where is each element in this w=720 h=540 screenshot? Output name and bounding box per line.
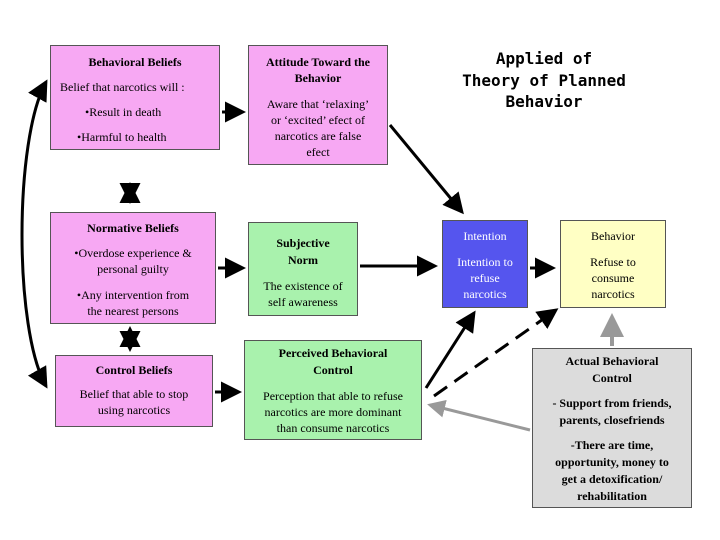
- subjective-norm-heading-line-1: Subjective: [276, 236, 330, 250]
- actual-control-heading-line-1: Actual Behavioral: [565, 354, 659, 368]
- actual-behavioral-control-box: Actual Behavioral Control - Support from…: [532, 348, 692, 508]
- subjective-norm-heading-line-2: Norm: [288, 253, 318, 267]
- arrow-perceived-control-to-intention: [424, 310, 476, 389]
- normative-beliefs-item-overdose-line-1: •Overdose experience &: [74, 246, 192, 260]
- subjective-norm-box: Subjective Norm The existence of self aw…: [248, 222, 358, 316]
- arrow-beliefs-correlation-outer: [20, 79, 48, 389]
- attitude-heading-line-2: Behavior: [294, 71, 342, 85]
- perceived-control-body-line-1: Perception that able to refuse: [263, 389, 403, 403]
- actual-control-item-resources-line-4: rehabilitation: [577, 489, 647, 503]
- intention-heading: Intention: [463, 229, 507, 243]
- control-beliefs-body-line-2: using narcotics: [97, 403, 171, 417]
- behavior-body-line-2: consume: [591, 271, 635, 285]
- actual-control-item-resources-line-1: -There are time,: [570, 438, 654, 452]
- normative-beliefs-heading: Normative Beliefs: [87, 221, 179, 235]
- arrow-attitude-to-intention: [388, 124, 464, 215]
- intention-body-line-3: narcotics: [463, 287, 507, 301]
- control-beliefs-box: Control Beliefs Belief that able to stop…: [55, 355, 213, 427]
- intention-body-line-2: refuse: [470, 271, 500, 285]
- normative-beliefs-item-overdose-line-2: personal guilty: [97, 262, 169, 276]
- perceived-control-body-line-3: than consume narcotics: [276, 421, 390, 435]
- behavior-body-line-3: narcotics: [591, 287, 635, 301]
- perceived-control-body-line-2: narcotics are more dominant: [264, 405, 402, 419]
- behavioral-beliefs-heading: Behavioral Beliefs: [88, 55, 182, 69]
- attitude-body-line-4: efect: [306, 145, 330, 159]
- behavior-box: Behavior Refuse to consume narcotics: [560, 220, 666, 308]
- behavioral-beliefs-box: Behavioral Beliefs Belief that narcotics…: [50, 45, 220, 150]
- actual-control-item-support-line-2: parents, closefriends: [559, 413, 665, 427]
- normative-beliefs-box: Normative Beliefs •Overdose experience &…: [50, 212, 216, 324]
- attitude-heading-line-1: Attitude Toward the: [265, 55, 370, 69]
- attitude-body-line-2: or ‘excited’ efect of: [270, 113, 366, 127]
- subjective-norm-body-line-1: The existence of: [263, 279, 343, 293]
- actual-control-heading-line-2: Control: [592, 371, 632, 385]
- control-beliefs-body-line-1: Belief that able to stop: [79, 387, 189, 401]
- perceived-control-heading-line-1: Perceived Behavioral: [278, 346, 388, 360]
- actual-control-item-support-line-1: - Support from friends,: [552, 396, 672, 410]
- intention-box: Intention Intention to refuse narcotics: [442, 220, 528, 308]
- intention-body-line-1: Intention to: [457, 255, 513, 269]
- behavior-heading: Behavior: [591, 229, 635, 243]
- title-line-1: Applied of: [495, 49, 593, 68]
- perceived-control-heading-line-2: Control: [313, 363, 353, 377]
- arrow-actual-control-to-perceived-control: [427, 399, 531, 432]
- attitude-body-line-3: narcotics are false: [274, 129, 362, 143]
- control-beliefs-heading: Control Beliefs: [95, 363, 173, 377]
- behavioral-beliefs-intro: Belief that narcotics will :: [60, 80, 185, 94]
- attitude-box: Attitude Toward the Behavior Aware that …: [248, 45, 388, 165]
- arrow-perceived-control-to-behavior-dashed: [433, 308, 559, 398]
- behavioral-beliefs-item-health: •Harmful to health: [77, 130, 167, 144]
- behavioral-beliefs-item-death: •Result in death: [85, 105, 162, 119]
- normative-beliefs-item-intervention-line-2: the nearest persons: [87, 304, 179, 318]
- normative-beliefs-item-intervention-line-1: •Any intervention from: [76, 288, 190, 302]
- title-line-2: Theory of Planned Behavior: [462, 70, 626, 112]
- perceived-behavioral-control-box: Perceived Behavioral Control Perception …: [244, 340, 422, 440]
- diagram-title: Applied of Theory of Planned Behavior: [420, 48, 668, 113]
- behavior-body-line-1: Refuse to: [590, 255, 636, 269]
- attitude-body-line-1: Aware that ‘relaxing’: [266, 97, 370, 111]
- subjective-norm-body-line-2: self awareness: [268, 295, 338, 309]
- actual-control-item-resources-line-2: opportunity, money to: [555, 455, 669, 469]
- actual-control-item-resources-line-3: get a detoxification/: [561, 472, 663, 486]
